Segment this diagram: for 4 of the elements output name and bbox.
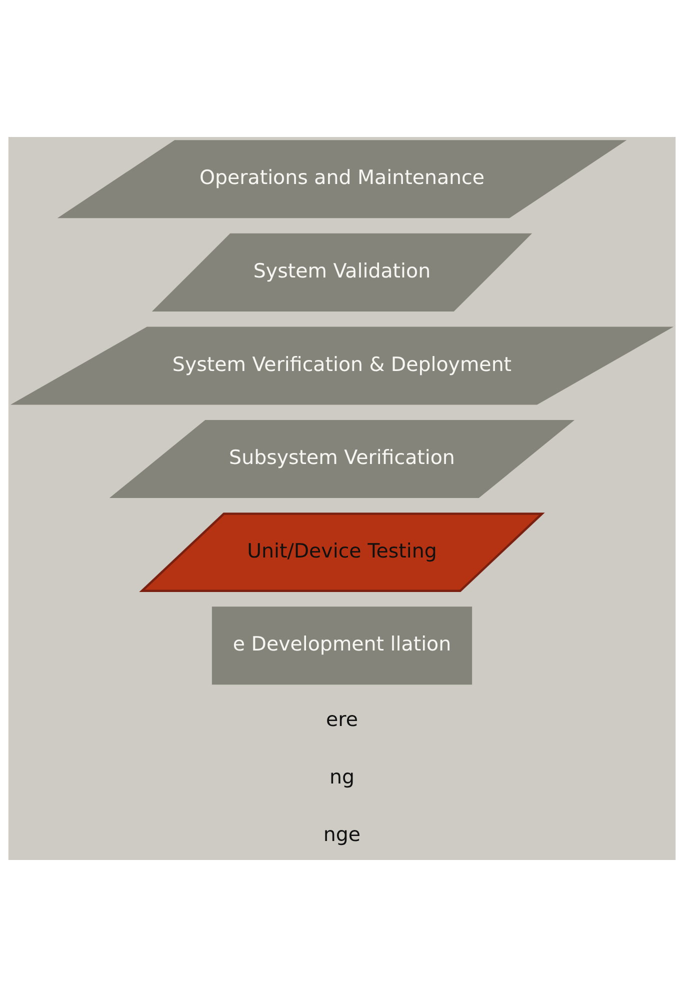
node-box: e Development llation [212, 606, 472, 685]
label: nge [323, 822, 361, 846]
label: ere [326, 708, 358, 731]
label: ng [329, 765, 355, 788]
